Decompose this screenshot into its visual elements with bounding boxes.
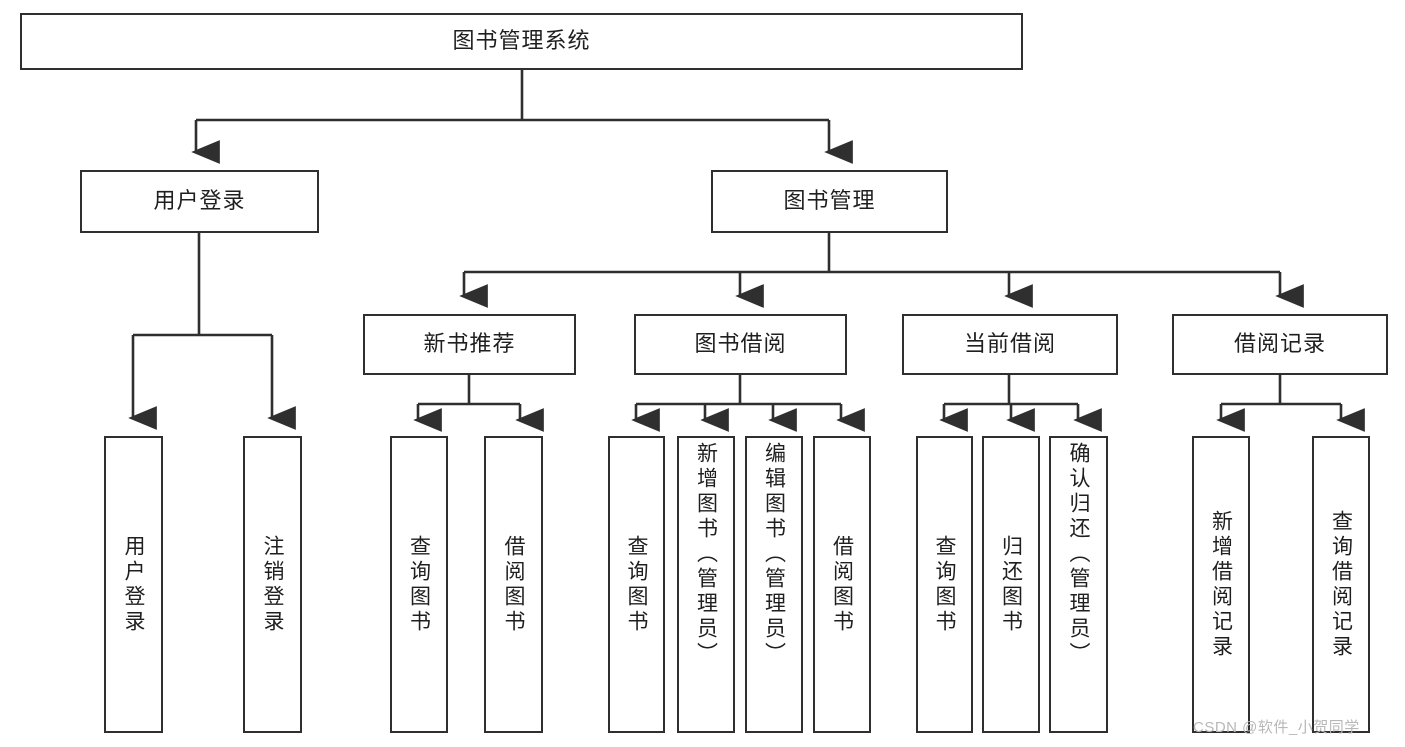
leaf-query-book-3[interactable]: 查询图书 bbox=[916, 436, 973, 733]
leaf-query-borrow-record[interactable]: 查询借阅记录 bbox=[1312, 436, 1370, 733]
node-root-label: 图书管理系统 bbox=[452, 28, 591, 54]
leaf-add-book-admin-label: 新增图书（管理员） bbox=[694, 442, 718, 667]
node-user-login-label: 用户登录 bbox=[153, 188, 246, 214]
leaf-confirm-return-admin-label: 确认归还（管理员） bbox=[1067, 442, 1091, 667]
node-new-book-recommend[interactable]: 新书推荐 bbox=[363, 314, 576, 375]
leaf-query-book-1-label: 查询图书 bbox=[407, 534, 431, 635]
leaf-query-book-3-label: 查询图书 bbox=[933, 534, 957, 635]
leaf-query-borrow-record-label: 查询借阅记录 bbox=[1329, 509, 1353, 660]
leaf-return-book[interactable]: 归还图书 bbox=[982, 436, 1040, 733]
node-root[interactable]: 图书管理系统 bbox=[20, 13, 1023, 70]
leaf-confirm-return-admin[interactable]: 确认归还（管理员） bbox=[1049, 436, 1108, 733]
leaf-return-book-label: 归还图书 bbox=[999, 534, 1023, 635]
watermark: CSDN @软件_小贺同学 bbox=[1193, 719, 1360, 736]
leaf-borrow-book-2-label: 借阅图书 bbox=[830, 534, 854, 635]
node-user-login[interactable]: 用户登录 bbox=[80, 170, 319, 233]
node-current-borrow-label: 当前借阅 bbox=[963, 331, 1056, 357]
node-borrow-record[interactable]: 借阅记录 bbox=[1172, 314, 1388, 375]
node-book-borrow-label: 图书借阅 bbox=[694, 331, 787, 357]
leaf-add-borrow-record-label: 新增借阅记录 bbox=[1209, 509, 1233, 660]
node-book-management-label: 图书管理 bbox=[783, 188, 876, 214]
leaf-logout-label: 注销登录 bbox=[261, 534, 285, 635]
leaf-add-borrow-record[interactable]: 新增借阅记录 bbox=[1192, 436, 1250, 733]
node-book-borrow[interactable]: 图书借阅 bbox=[634, 314, 847, 375]
leaf-query-book-2[interactable]: 查询图书 bbox=[608, 436, 665, 733]
node-book-management[interactable]: 图书管理 bbox=[711, 170, 948, 233]
leaf-query-book-2-label: 查询图书 bbox=[625, 534, 649, 635]
leaf-query-book-1[interactable]: 查询图书 bbox=[390, 436, 448, 733]
leaf-user-login-label: 用户登录 bbox=[122, 534, 146, 635]
leaf-borrow-book-1-label: 借阅图书 bbox=[502, 534, 526, 635]
node-borrow-record-label: 借阅记录 bbox=[1233, 331, 1326, 357]
node-new-book-recommend-label: 新书推荐 bbox=[423, 331, 516, 357]
leaf-borrow-book-2[interactable]: 借阅图书 bbox=[813, 436, 871, 733]
leaf-edit-book-admin[interactable]: 编辑图书（管理员） bbox=[745, 436, 803, 733]
leaf-borrow-book-1[interactable]: 借阅图书 bbox=[484, 436, 543, 733]
leaf-edit-book-admin-label: 编辑图书（管理员） bbox=[762, 442, 786, 667]
leaf-add-book-admin[interactable]: 新增图书（管理员） bbox=[677, 436, 735, 733]
node-current-borrow[interactable]: 当前借阅 bbox=[902, 314, 1118, 375]
leaf-logout[interactable]: 注销登录 bbox=[243, 436, 302, 733]
leaf-user-login[interactable]: 用户登录 bbox=[104, 436, 163, 733]
